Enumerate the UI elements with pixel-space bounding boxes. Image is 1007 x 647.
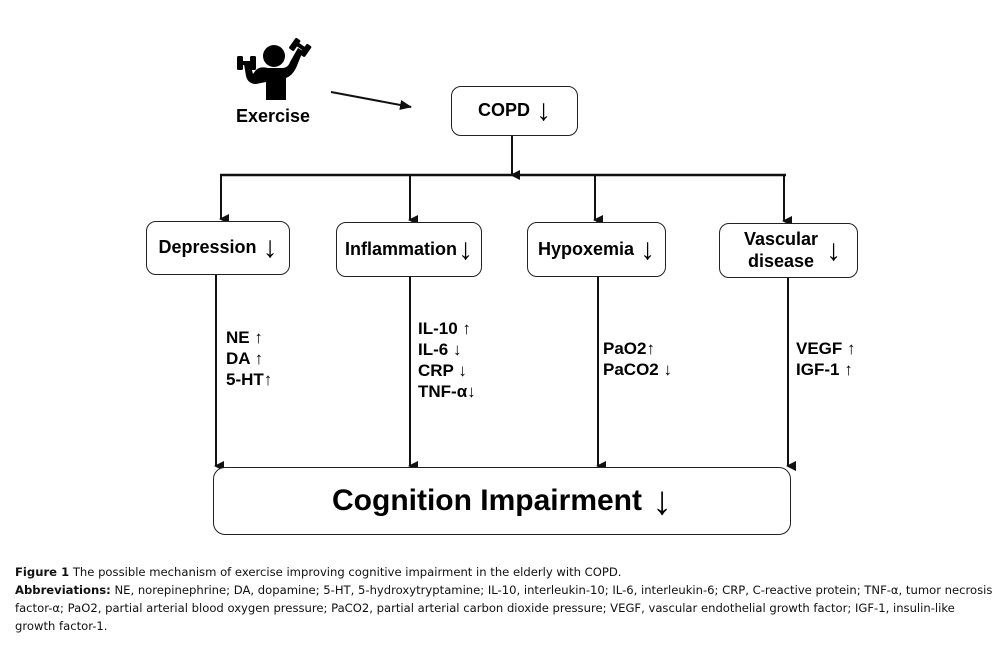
marker-item: VEGF ↑: [796, 339, 856, 358]
figure-text: The possible mechanism of exercise impro…: [72, 565, 622, 579]
decrease-arrow-icon: ↓: [452, 340, 462, 359]
exercise-to-copd-arrow: [330, 91, 412, 110]
marker-item: IL-6 ↓: [418, 340, 462, 359]
marker-item: DA ↑: [226, 349, 264, 368]
decrease-arrow-icon: ↓: [640, 232, 656, 266]
decrease-arrow-icon: ↓: [458, 361, 467, 380]
decrease-arrow-icon: ↓: [652, 479, 672, 523]
marker-item: PaO2↑: [603, 339, 655, 358]
figure-caption: Figure 1 The possible mechanism of exerc…: [15, 563, 995, 635]
marker-item: CRP ↓: [418, 361, 467, 380]
increase-arrow-icon: ↑: [254, 349, 264, 368]
exercise-label: Exercise: [236, 106, 311, 126]
inflammation-markers: IL-10 ↑ IL-6 ↓ CRP ↓ TNF-α↓: [418, 318, 476, 402]
marker-item: TNF-α↓: [418, 382, 476, 401]
copd-box: COPD ↓: [451, 86, 578, 136]
figure-label: Figure 1: [15, 565, 70, 579]
vascular-disease-box: Vascular disease ↓: [719, 223, 858, 278]
decrease-arrow-icon: ↓: [467, 382, 476, 401]
weightlifting-person-icon: [237, 37, 312, 100]
figure-title-line: Figure 1 The possible mechanism of exerc…: [15, 563, 995, 581]
decrease-arrow-icon: ↓: [826, 233, 841, 267]
connector-layer: [214, 91, 796, 471]
marker-item: IGF-1 ↑: [796, 360, 853, 379]
marker-item: PaCO2 ↓: [603, 360, 672, 379]
marker-item: IL-10 ↑: [418, 319, 471, 338]
increase-arrow-icon: ↑: [646, 339, 655, 358]
vascular-disease-label: Vascular disease: [743, 228, 819, 271]
inflammation-box: Inflammation ↓: [336, 222, 482, 277]
decrease-arrow-icon: ↓: [536, 94, 551, 127]
decrease-arrow-icon: ↓: [458, 232, 473, 266]
mechanism-diagram: Exercise COPD ↓ Depression ↓ Inflammatio…: [146, 37, 858, 535]
abbreviations-block: Abbreviations: NE, norepinephrine; DA, d…: [15, 581, 995, 635]
vascular-disease-markers: VEGF ↑ IGF-1 ↑: [796, 338, 856, 380]
cognition-impairment-label: Cognition Impairment: [332, 484, 642, 517]
depression-markers: NE ↑ DA ↑ 5-HT↑: [226, 327, 272, 390]
increase-arrow-icon: ↑: [263, 370, 273, 389]
decrease-arrow-icon: ↓: [262, 231, 278, 264]
depression-box: Depression ↓: [146, 221, 290, 275]
increase-arrow-icon: ↑: [254, 328, 263, 347]
hypoxemia-box: Hypoxemia ↓: [527, 222, 666, 277]
marker-item: NE ↑: [226, 328, 263, 347]
abbreviations-text: NE, norepinephrine; DA, dopamine; 5-HT, …: [15, 583, 993, 633]
increase-arrow-icon: ↑: [844, 360, 853, 379]
inflammation-label: Inflammation: [344, 238, 457, 259]
marker-item: 5-HT↑: [226, 370, 273, 389]
increase-arrow-icon: ↑: [462, 319, 471, 338]
cognition-impairment-box: Cognition Impairment ↓: [213, 467, 791, 535]
abbreviations-label: Abbreviations:: [15, 583, 111, 597]
copd-label: COPD: [477, 100, 530, 121]
depression-label: Depression: [158, 237, 257, 258]
decrease-arrow-icon: ↓: [663, 360, 672, 379]
increase-arrow-icon: ↑: [847, 339, 856, 358]
hypoxemia-label: Hypoxemia: [537, 238, 635, 259]
hypoxemia-markers: PaO2↑ PaCO2 ↓: [603, 338, 672, 380]
